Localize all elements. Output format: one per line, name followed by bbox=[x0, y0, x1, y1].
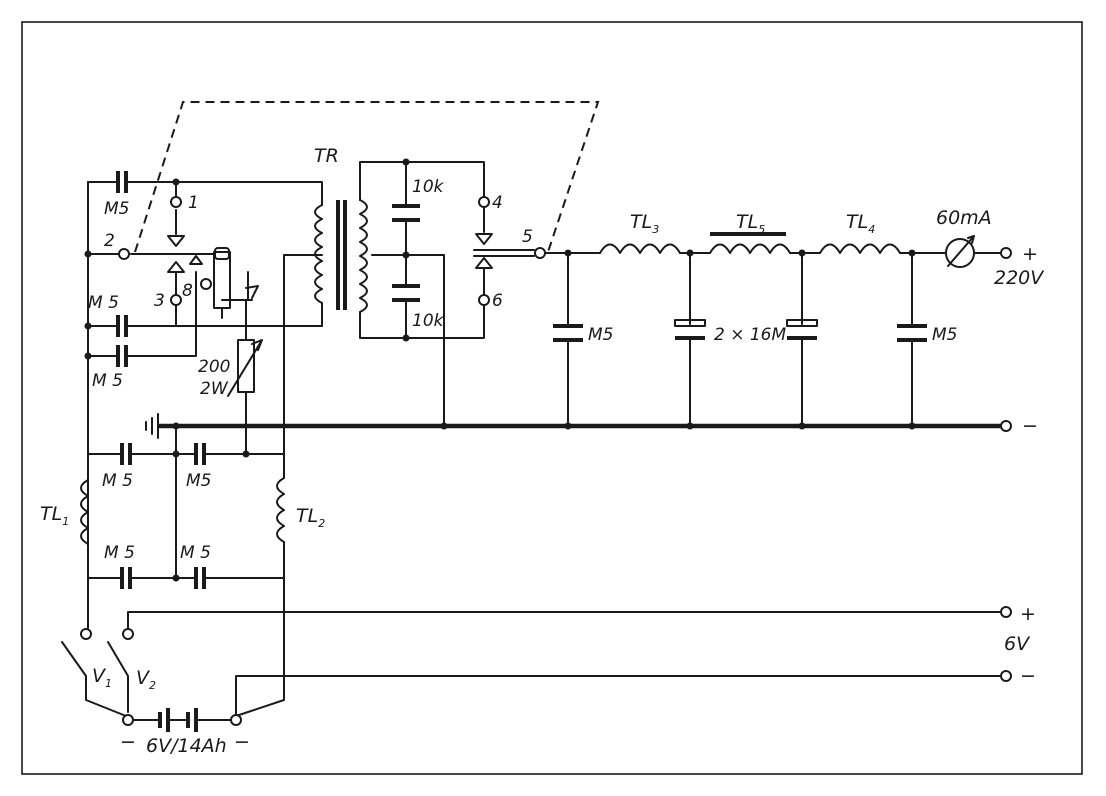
label-v1-prefix: V bbox=[92, 665, 107, 687]
label-tl1-prefix: TL bbox=[40, 503, 62, 525]
label-m5-l1: M 5 bbox=[102, 471, 133, 491]
input-network bbox=[84, 171, 323, 587]
label-m5-l3: M 5 bbox=[104, 543, 135, 563]
label-m5-l4: M 5 bbox=[180, 543, 211, 563]
label-contact-3: 3 bbox=[154, 291, 165, 311]
label-contact-1: 1 bbox=[188, 193, 199, 213]
label-6v: 6V bbox=[1004, 633, 1031, 655]
lower-network bbox=[80, 355, 285, 717]
label-tl2-sub: 2 bbox=[318, 517, 325, 530]
diagram-frame bbox=[21, 21, 1083, 775]
label-tl5: TL5 bbox=[736, 211, 765, 236]
label-resistor-value: 200 bbox=[198, 357, 230, 377]
label-tl5-sub: 5 bbox=[758, 223, 765, 236]
label-battery-minus-right: − bbox=[234, 731, 250, 753]
label-m5-c1: M5 bbox=[588, 325, 613, 345]
label-tr: TR bbox=[314, 145, 339, 167]
label-contact-5: 5 bbox=[522, 227, 533, 247]
label-meter: 60mA bbox=[936, 207, 992, 229]
ground-bus bbox=[145, 413, 1012, 439]
label-tl3-prefix: TL bbox=[630, 211, 652, 233]
label-tl4: TL4 bbox=[846, 211, 875, 236]
label-ground-minus: − bbox=[1022, 415, 1038, 437]
label-battery: 6V/14Ah bbox=[146, 735, 227, 757]
dashed-linkage bbox=[134, 101, 600, 253]
label-m5-c4: M5 bbox=[932, 325, 957, 345]
label-v1: V1 bbox=[92, 665, 112, 690]
label-out-plus: + bbox=[1022, 243, 1038, 265]
label-m5-top: M5 bbox=[104, 199, 129, 219]
label-v2: V2 bbox=[136, 667, 156, 692]
label-v1-sub: 1 bbox=[105, 677, 112, 690]
label-contact-2: 2 bbox=[104, 231, 115, 251]
label-tl1: TL1 bbox=[40, 503, 69, 528]
label-resistor-power: 2W bbox=[200, 379, 229, 399]
label-tl4-sub: 4 bbox=[868, 223, 875, 236]
label-contact-6: 6 bbox=[492, 291, 503, 311]
label-battery-minus-left: − bbox=[120, 731, 136, 753]
label-contact-4: 4 bbox=[492, 193, 503, 213]
label-tl4-prefix: TL bbox=[846, 211, 868, 233]
label-m5-mid1: M 5 bbox=[88, 293, 119, 313]
label-m5-l2: M5 bbox=[186, 471, 211, 491]
label-tl3-sub: 3 bbox=[652, 223, 659, 236]
label-tl2: TL2 bbox=[296, 505, 325, 530]
label-10k-top: 10k bbox=[412, 177, 445, 197]
label-6v-minus: − bbox=[1020, 665, 1036, 687]
label-v2-prefix: V bbox=[136, 667, 151, 689]
label-m5-mid2: M 5 bbox=[92, 371, 123, 391]
label-tl2-prefix: TL bbox=[296, 505, 318, 527]
transformer bbox=[314, 158, 485, 427]
label-tl3: TL3 bbox=[630, 211, 659, 236]
label-2x16m: 2 × 16M bbox=[714, 325, 786, 345]
output-switch bbox=[473, 196, 546, 306]
label-tl1-sub: 1 bbox=[62, 515, 69, 528]
label-tl5-prefix: TL bbox=[736, 211, 758, 233]
label-contact-8: 8 bbox=[182, 281, 193, 301]
label-10k-bottom: 10k bbox=[412, 311, 445, 331]
battery-section bbox=[61, 606, 1012, 732]
label-out-voltage: 220V bbox=[994, 267, 1045, 289]
label-6v-plus: + bbox=[1020, 603, 1036, 625]
output-filter bbox=[545, 232, 1012, 427]
label-v2-sub: 2 bbox=[149, 679, 156, 692]
